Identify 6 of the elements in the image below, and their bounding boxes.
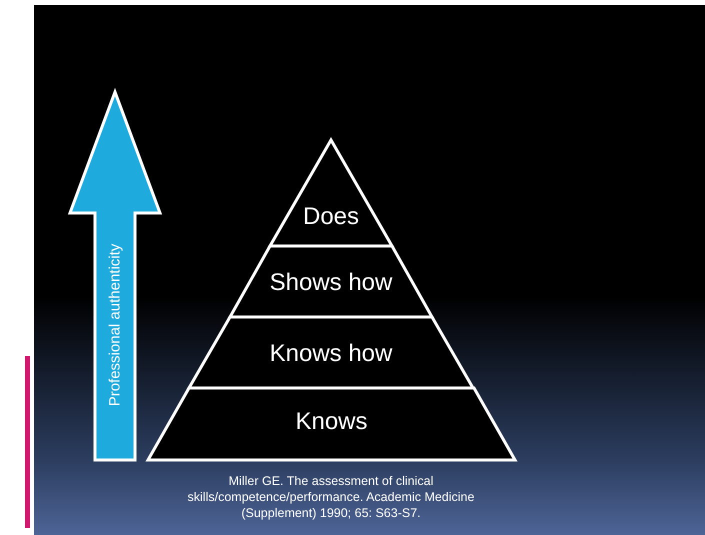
arrow-label: Professional authenticity xyxy=(106,244,124,406)
citation-text: Miller GE. The assessment of clinical skills/competence/performance. Academic Medicine (Supplement) 1990; 65: S63-S7. xyxy=(186,473,476,521)
tier-label: Knows how xyxy=(268,340,394,368)
tier-label: Knows xyxy=(294,408,369,436)
tier-label: Shows how xyxy=(268,269,394,297)
tier-label: Does xyxy=(302,203,360,231)
